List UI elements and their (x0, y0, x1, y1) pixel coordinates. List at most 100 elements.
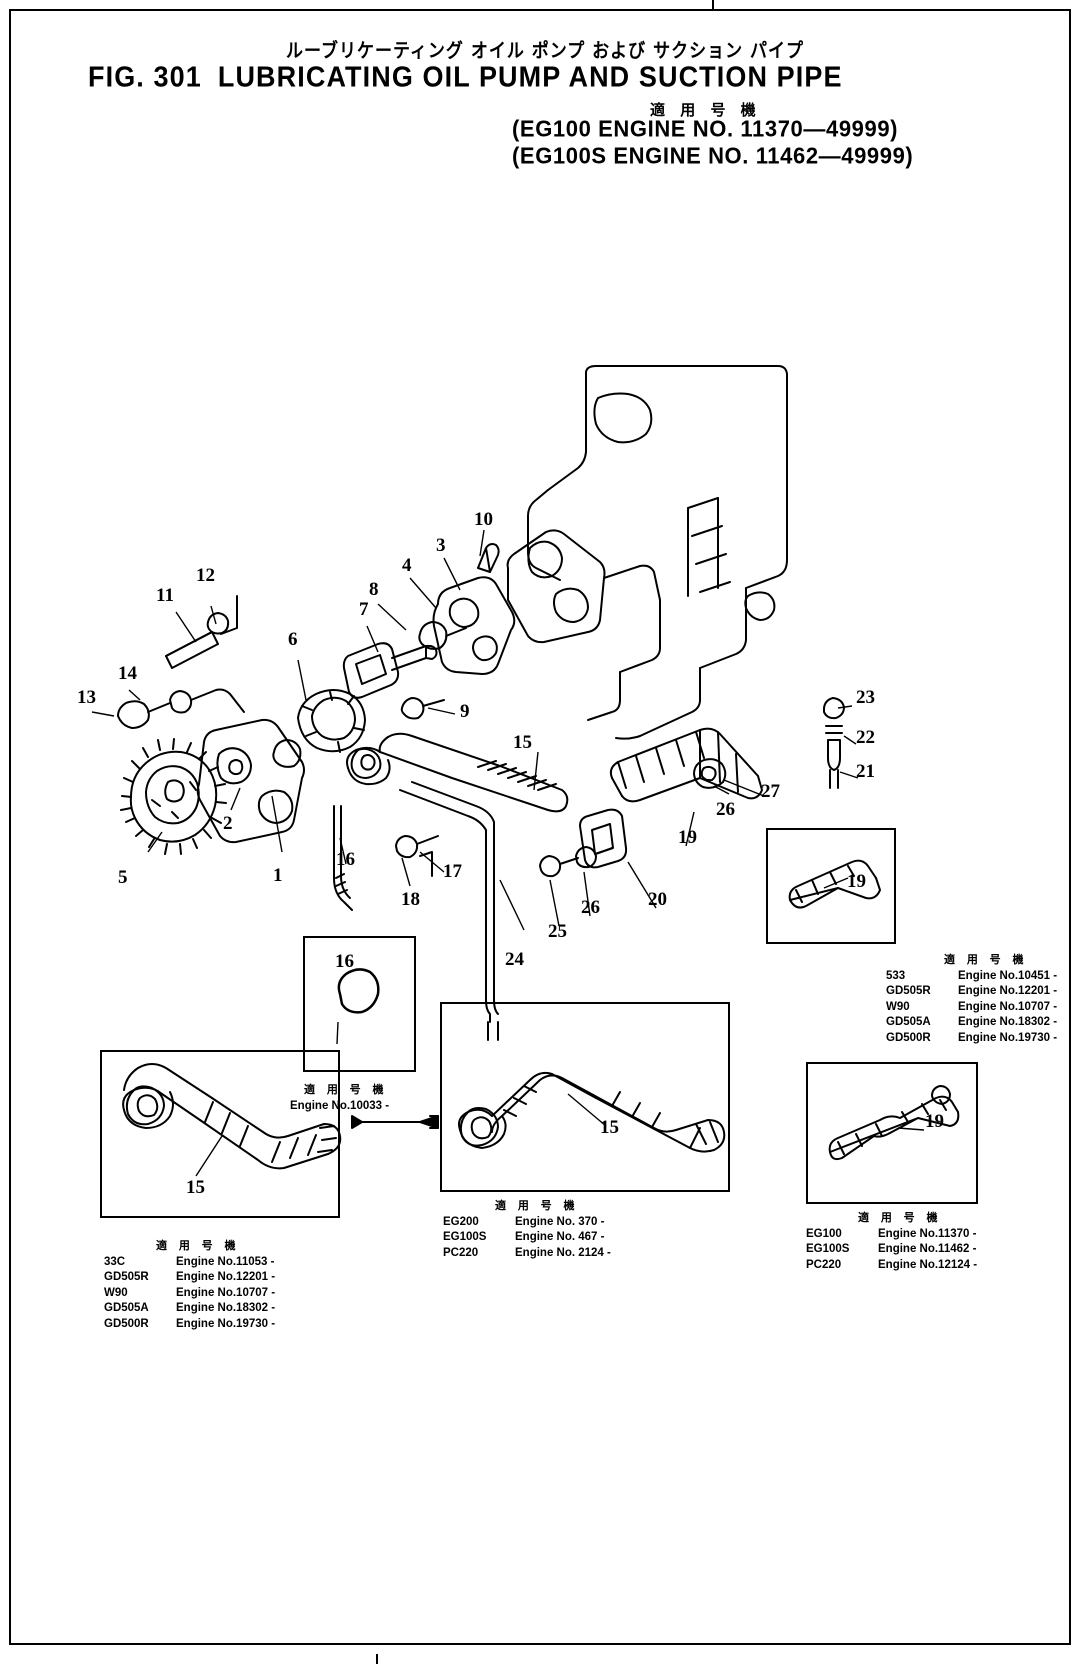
legend-model: W90 (886, 1000, 910, 1013)
legend-model: 33C (104, 1255, 126, 1268)
callout-6: 6 (288, 629, 298, 650)
inset-box-part-15-center (440, 1002, 730, 1192)
legend-engine-no: Engine No. 2124 - (515, 1246, 611, 1259)
legend-row: EG200 Engine No. 370 - (443, 1215, 611, 1231)
callout-21: 21 (856, 761, 875, 782)
callout-8: 8 (369, 579, 379, 600)
registration-tick-top (712, 0, 714, 10)
callout-7: 7 (359, 599, 369, 620)
callout-16-inset-label: 16 (335, 951, 354, 972)
callout-11: 11 (156, 585, 174, 606)
legend-model: GD505A (104, 1302, 149, 1314)
legend-model: GD500R (886, 1031, 931, 1044)
legend-row: GD505R Engine No.12201 - (104, 1270, 275, 1286)
figure-title-text: LUBRICATING OIL PUMP AND SUCTION PIPE (217, 61, 843, 93)
legend-header: 適 用 号 機 (944, 953, 1028, 966)
legend-row: GD505A Engine No.18302 - (886, 1015, 1057, 1031)
callout-26-b: 26 (716, 799, 735, 820)
legend-model: 533 (886, 969, 906, 982)
legend-engine-no: Engine No.11462 - (878, 1243, 977, 1255)
legend-row: EG100S Engine No. 467 - (443, 1230, 611, 1246)
kana-title: ルーブリケーティング オイル ポンプ および サクション パイプ (285, 40, 805, 63)
legend-row: 33C Engine No.11053 - (104, 1255, 275, 1271)
inset-box-part-19-lower (806, 1062, 978, 1204)
callout-25: 25 (548, 921, 567, 942)
legend-row: GD500R Engine No.19730 - (104, 1317, 275, 1333)
callout-1: 1 (273, 865, 283, 886)
engine-range-eg100: (EG100 ENGINE NO. 11370—49999) (512, 115, 899, 142)
legend-model: GD505R (886, 985, 931, 997)
legend-engine-no: Engine No.12201 - (958, 985, 1058, 997)
callout-19: 19 (678, 827, 697, 848)
legend-model: PC220 (443, 1246, 479, 1259)
callout-22: 22 (856, 727, 875, 748)
callout-19-inset-upper: 19 (847, 871, 866, 892)
legend-model: EG100S (443, 1231, 487, 1243)
callout-19-inset-lower: 19 (925, 1111, 944, 1132)
legend-engine-no: Engine No.12124 - (878, 1258, 978, 1271)
legend-engine-no: Engine No.11053 - (176, 1255, 275, 1268)
legend-engine-no: Engine No. 467 - (515, 1231, 605, 1243)
legend-model: EG100 (806, 1227, 842, 1240)
legend-bottom-center: 適 用 号 機 EG200 Engine No. 370 - EG100S Engi… (443, 1198, 611, 1261)
legend-row: W90 Engine No.10707 - (886, 1000, 1057, 1016)
applicable-models-header: 適 用 号 機 (650, 101, 761, 119)
legend-engine-no: Engine No.10451 - (958, 969, 1058, 982)
callout-14: 14 (118, 663, 137, 684)
legend-model: EG100S (806, 1243, 850, 1255)
legend-bottom-left: 適 用 号 機 33C Engine No.11053 - GD505R Engin… (104, 1238, 275, 1332)
legend-row: GD500R Engine No.19730 - (886, 1031, 1057, 1047)
callout-2: 2 (223, 813, 233, 834)
callout-20: 20 (648, 889, 667, 910)
legend-model: PC220 (806, 1258, 842, 1271)
legend-model: GD505R (104, 1271, 149, 1283)
legend-row: EG100S Engine No.11462 - (806, 1242, 977, 1258)
legend-header: 適 用 号 機 (304, 1083, 388, 1096)
legend-row: PC220 Engine No. 2124 - (443, 1246, 611, 1262)
callout-24: 24 (505, 949, 524, 970)
callout-17: 17 (443, 861, 462, 882)
inset-box-part-19-upper (766, 828, 896, 944)
callout-13: 13 (77, 687, 96, 708)
legend-row: 533 Engine No.10451 - (886, 969, 1057, 985)
callout-12: 12 (196, 565, 215, 586)
callout-23: 23 (856, 687, 875, 708)
callout-15-inset-left: 15 (186, 1177, 205, 1198)
legend-engine-no: Engine No.10707 - (176, 1286, 276, 1299)
callout-5: 5 (118, 867, 128, 888)
callout-3: 3 (436, 535, 446, 556)
registration-tick-bottom (376, 1654, 378, 1664)
legend-header: 適 用 号 機 (858, 1211, 942, 1224)
legend-engine-no: Engine No.19730 - (176, 1317, 276, 1330)
legend-engine-no: Engine No.19730 - (958, 1031, 1058, 1044)
callout-15: 15 (513, 732, 532, 753)
legend-model: GD505A (886, 1016, 931, 1028)
legend-row: GD505A Engine No.18302 - (104, 1301, 275, 1317)
callout-4: 4 (402, 555, 412, 576)
legend-row: GD505R Engine No.12201 - (886, 984, 1057, 1000)
legend-row: EG100 Engine No.11370 - (806, 1227, 977, 1243)
legend-engine-no: Engine No.10707 - (958, 1000, 1058, 1013)
legend-engine-no: Engine No.18302 - (176, 1302, 276, 1314)
legend-model: W90 (104, 1286, 128, 1299)
callout-27: 27 (761, 781, 780, 802)
legend-engine-no: Engine No.12201 - (176, 1271, 276, 1283)
legend-header: 適 用 号 機 (156, 1239, 240, 1252)
inset-box-part-16 (303, 936, 416, 1072)
page-border (9, 9, 1071, 1645)
legend-engine-no: Engine No. 370 - (515, 1215, 605, 1228)
inset-box-part-15-left (100, 1050, 340, 1218)
legend-engine-no: Engine No.11370 - (878, 1227, 977, 1240)
callout-15-inset-center: 15 (600, 1117, 619, 1138)
legend-row: W90 Engine No.10707 - (104, 1286, 275, 1302)
legend-model: EG200 (443, 1215, 479, 1228)
legend-mid-right: 適 用 号 機 533 Engine No.10451 - GD505R Engin… (886, 952, 1057, 1046)
legend-engine-no: Engine No.18302 - (958, 1016, 1058, 1028)
callout-16: 16 (336, 849, 355, 870)
legend-header: 適 用 号 機 (495, 1199, 579, 1212)
callout-10: 10 (474, 509, 493, 530)
legend-model: GD500R (104, 1317, 149, 1330)
callout-9: 9 (460, 701, 470, 722)
